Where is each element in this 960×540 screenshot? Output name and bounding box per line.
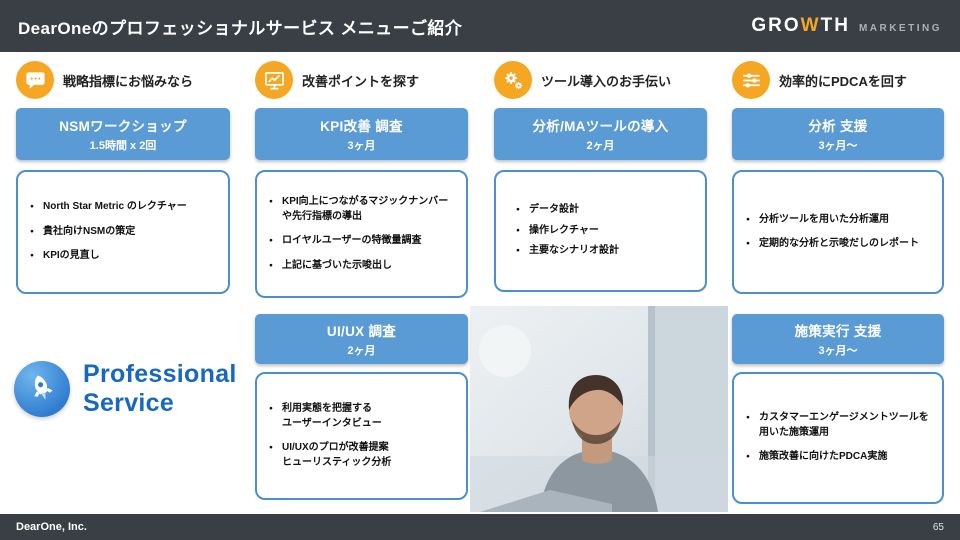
service-duration: 2ヶ月: [586, 140, 615, 152]
card-header-nsm-workshop: NSMワークショップ 1.5時間 x 2回: [16, 108, 230, 160]
card-body-analysis-support: 分析ツールを用いた分析運用 定期的な分析と示唆だしのレポート: [732, 170, 944, 294]
service-duration: 3ヶ月: [347, 140, 376, 152]
card-header-uiux: UI/UX 調査 2ヶ月: [255, 314, 468, 364]
column-3-heading-row: ツール導入のお手伝い: [494, 60, 707, 100]
brand-line-2: Service: [83, 388, 175, 417]
logo-th: TH: [820, 15, 850, 36]
office-photo: [470, 306, 728, 512]
monitor-chart-icon: [255, 61, 293, 99]
service-duration: 2ヶ月: [347, 345, 376, 357]
bullet-list: North Star Metric のレクチャー 貴社向けNSMの策定 KPIの…: [30, 200, 216, 264]
service-duration: 1.5時間 x 2回: [89, 140, 157, 152]
service-duration: 3ヶ月〜: [818, 345, 858, 357]
bullet-list: 利用実態を把握する ユーザーインタビュー UI/UXのプロが改善提案 ヒューリス…: [269, 402, 454, 470]
brand-text: Professional Service: [83, 360, 237, 418]
speech-bubble-icon: [16, 61, 54, 99]
service-title: 分析 支援: [808, 119, 868, 134]
bullet-item: 操作レクチャー: [516, 224, 693, 239]
column-4-heading-row: 効率的にPDCAを回す: [732, 60, 944, 100]
card-body-ma-tool: データ設計 操作レクチャー 主要なシナリオ設計: [494, 170, 707, 292]
professional-service-branding: Professional Service: [14, 360, 237, 418]
service-title: NSMワークショップ: [59, 119, 187, 134]
bullet-item: KPIの見直し: [30, 249, 216, 264]
bullet-list: KPI向上につながるマジックナンバーや先行指標の導出 ロイヤルユーザーの特徴量調…: [269, 195, 454, 273]
bullet-list: 分析ツールを用いた分析運用 定期的な分析と示唆だしのレポート: [746, 213, 930, 252]
footer-bar: DearOne, Inc. 65: [0, 514, 960, 540]
brand-line-1: Professional: [83, 360, 237, 388]
logo-growth-text: GROWTH: [751, 15, 850, 37]
service-title: UI/UX 調査: [326, 324, 397, 339]
sliders-icon: [732, 61, 770, 99]
service-title: KPI改善 調査: [320, 119, 403, 134]
bullet-item: KPI向上につながるマジックナンバーや先行指標の導出: [269, 195, 454, 224]
column-1-heading: 戦略指標にお悩みなら: [63, 73, 194, 89]
logo-w: W: [800, 15, 821, 36]
card-body-kpi-kaizen: KPI向上につながるマジックナンバーや先行指標の導出 ロイヤルユーザーの特徴量調…: [255, 170, 468, 298]
column-4-heading: 効率的にPDCAを回す: [779, 73, 907, 89]
bullet-item: 施策改善に向けたPDCA実施: [746, 450, 930, 465]
page-number: 65: [932, 521, 944, 533]
bullet-list: データ設計 操作レクチャー 主要なシナリオ設計: [508, 203, 693, 259]
bullet-item: ロイヤルユーザーの特徴量調査: [269, 234, 454, 249]
column-3-heading: ツール導入のお手伝い: [541, 73, 672, 89]
rocket-icon: [14, 360, 70, 417]
service-title: 施策実行 支援: [794, 324, 882, 339]
bullet-item: 分析ツールを用いた分析運用: [746, 213, 930, 228]
header-bar: DearOneのプロフェッショナルサービス メニューご紹介 GROWTH MAR…: [0, 0, 960, 52]
card-body-execution-support: カスタマーエンゲージメントツールを用いた施策運用 施策改善に向けたPDCA実施: [732, 372, 944, 504]
card-header-analysis-support: 分析 支援 3ヶ月〜: [732, 108, 944, 160]
bullet-item: 利用実態を把握する ユーザーインタビュー: [269, 402, 454, 431]
card-body-nsm-workshop: North Star Metric のレクチャー 貴社向けNSMの策定 KPIの…: [16, 170, 230, 294]
growth-marketing-logo: GROWTH MARKETING: [751, 15, 942, 37]
bullet-item: データ設計: [516, 203, 693, 218]
footer-company: DearOne, Inc.: [16, 521, 87, 533]
logo-marketing-text: MARKETING: [858, 23, 942, 34]
bullet-list: カスタマーエンゲージメントツールを用いた施策運用 施策改善に向けたPDCA実施: [746, 411, 930, 465]
card-header-execution-support: 施策実行 支援 3ヶ月〜: [732, 314, 944, 364]
bullet-item: UI/UXのプロが改善提案 ヒューリスティック分析: [269, 441, 454, 470]
column-2-heading-row: 改善ポイントを探す: [255, 60, 468, 100]
service-title: 分析/MAツールの導入: [532, 119, 669, 134]
bullet-item: North Star Metric のレクチャー: [30, 200, 216, 215]
bullet-item: 定期的な分析と示唆だしのレポート: [746, 237, 930, 252]
card-header-kpi-kaizen: KPI改善 調査 3ヶ月: [255, 108, 468, 160]
card-body-uiux: 利用実態を把握する ユーザーインタビュー UI/UXのプロが改善提案 ヒューリス…: [255, 372, 468, 500]
gears-icon: [494, 61, 532, 99]
column-2-heading: 改善ポイントを探す: [302, 73, 420, 89]
bullet-item: 上記に基づいた示唆出し: [269, 259, 454, 274]
page-title: DearOneのプロフェッショナルサービス メニューご紹介: [18, 18, 463, 38]
logo-gro: GRO: [751, 15, 801, 36]
bullet-item: 主要なシナリオ設計: [516, 244, 693, 259]
service-duration: 3ヶ月〜: [818, 140, 858, 152]
card-header-ma-tool: 分析/MAツールの導入 2ヶ月: [494, 108, 707, 160]
bullet-item: 貴社向けNSMの策定: [30, 225, 216, 240]
bullet-item: カスタマーエンゲージメントツールを用いた施策運用: [746, 411, 930, 440]
column-1-heading-row: 戦略指標にお悩みなら: [16, 60, 230, 100]
